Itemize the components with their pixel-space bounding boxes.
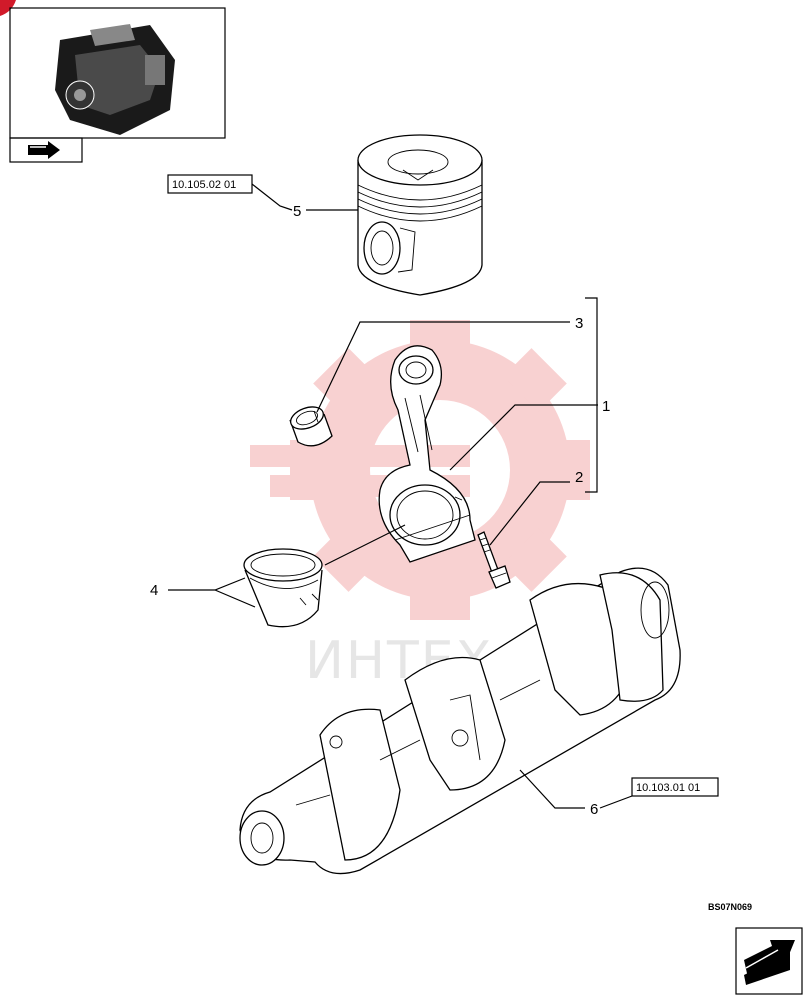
group-bracket [585,297,598,493]
leader-6b [599,795,633,809]
connecting-rod [378,345,476,563]
callout-6: 6 [590,801,598,818]
callout-2: 2 [575,469,583,486]
leader-3 [316,321,570,413]
next-page-button[interactable] [735,927,803,995]
small-end-bushing [289,406,333,447]
leader-4 [168,577,256,608]
leader-5a [251,183,293,211]
drawing-code: BS07N069 [708,902,752,912]
callout-1: 1 [602,398,610,415]
leader-1 [449,404,598,471]
leader-6 [519,769,585,809]
reference-box-crankshaft[interactable]: 10.103.01 01 [631,777,719,797]
crankshaft [239,567,681,875]
piston [357,134,483,296]
next-page-arrow-icon [744,940,795,985]
big-end-bearing [243,548,323,628]
leader-2 [489,481,570,546]
callout-5: 5 [293,203,301,220]
return-arrow-icon [28,141,60,159]
engine-thumbnail[interactable] [9,7,226,163]
callout-4: 4 [150,582,158,599]
corner-mark [0,0,16,16]
reference-piston: 10.105.02 01 [172,179,236,191]
engine-thumbnail-icon [55,24,175,135]
reference-crankshaft: 10.103.01 01 [636,782,700,794]
reference-box-piston[interactable]: 10.105.02 01 [167,174,253,194]
connecting-rod-bolt [477,531,511,589]
callout-3: 3 [575,315,583,332]
axis-line [324,524,406,566]
